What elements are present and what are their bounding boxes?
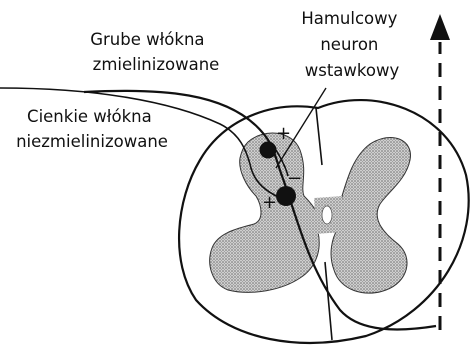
ascending-arrowhead xyxy=(430,14,450,40)
excitatory-sign-lower: + xyxy=(262,192,277,213)
label-interneuron-line3: wstawkowy xyxy=(305,61,400,80)
label-thick-fibers-line1: Grube włókna xyxy=(90,30,204,49)
label-thick-fibers-line2: zmielinizowane xyxy=(93,55,220,74)
interneuron-cell-body xyxy=(260,142,277,159)
label-thin-fibers-line2: niezmielinizowane xyxy=(16,132,168,151)
excitatory-sign-upper: + xyxy=(276,123,291,144)
label-thin-fibers-line1: Cienkie włókna xyxy=(27,107,152,126)
label-thick-fibers: Grube włókna zmielinizowane xyxy=(90,30,219,74)
label-interneuron: Hamulcowy neuron wstawkowy xyxy=(301,9,402,80)
transmission-cell-body xyxy=(276,186,296,206)
label-interneuron-line2: neuron xyxy=(320,35,378,54)
label-interneuron-line1: Hamulcowy xyxy=(301,9,397,28)
inhibitory-sign: − xyxy=(287,168,302,189)
label-thin-fibers: Cienkie włókna niezmielinizowane xyxy=(16,107,168,151)
central-canal xyxy=(322,206,332,224)
